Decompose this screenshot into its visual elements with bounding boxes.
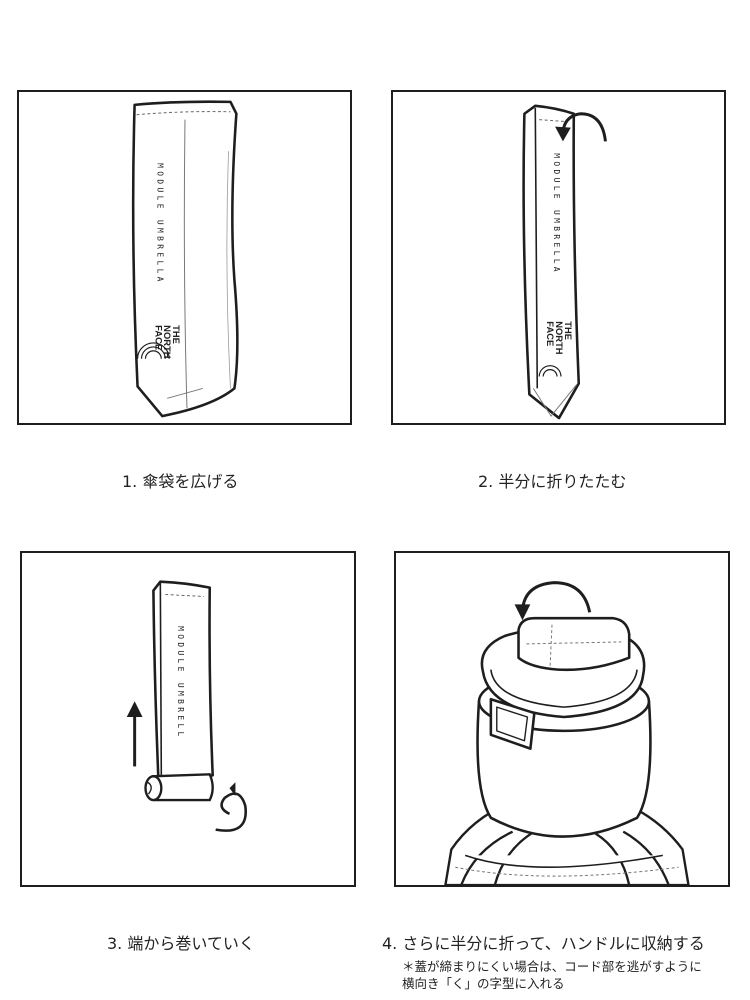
note-line-2: 横向き「く」の字型に入れる — [402, 976, 565, 991]
step4-caption: 4. さらに半分に折って、ハンドルに収納する — [382, 934, 705, 953]
umbrella-bag-rolling — [152, 580, 214, 780]
svg-text:NORTH: NORTH — [554, 321, 564, 355]
step2-panel: MODULE UMBRELLA THE NORTH FACE — [391, 90, 726, 425]
curved-arrow-icon — [514, 581, 592, 621]
rolled-end — [144, 773, 214, 802]
note-line-1: ＊蓋が締まりにくい場合は、コード部を逃がすように — [402, 959, 702, 974]
product-label: MODULE UMBRELLA — [155, 163, 164, 285]
up-arrow-icon — [126, 701, 143, 767]
tnf-logo: THE NORTH FACE — [153, 325, 181, 359]
step3-caption: 3. 端から巻いていく — [107, 934, 255, 953]
step4-panel — [394, 551, 730, 887]
svg-text:FACE: FACE — [153, 325, 163, 350]
svg-text:THE: THE — [171, 325, 181, 344]
step3-illustration: MODULE UMBRELL — [126, 580, 247, 832]
step2-illustration: MODULE UMBRELLA THE NORTH FACE — [522, 104, 607, 420]
product-label: MODULE UMBRELL — [176, 626, 185, 740]
curved-arrow-icon — [555, 112, 607, 142]
umbrella-bag-folded — [522, 104, 581, 420]
tnf-logo: THE NORTH FACE — [545, 321, 573, 355]
step1-panel: MODULE UMBRELLA THE NORTH FACE — [17, 90, 352, 425]
step1-caption: 1. 傘袋を広げる — [122, 472, 239, 491]
umbrella-handle — [476, 616, 652, 838]
step3-panel: MODULE UMBRELL — [20, 551, 356, 887]
product-label: MODULE UMBRELLA — [552, 153, 561, 275]
svg-text:THE: THE — [563, 321, 573, 340]
svg-text:FACE: FACE — [545, 321, 555, 346]
umbrella-bag-open — [131, 100, 239, 418]
step4-illustration — [444, 581, 690, 885]
step1-illustration: MODULE UMBRELLA THE NORTH FACE — [131, 100, 239, 418]
step2-caption: 2. 半分に折りたたむ — [478, 472, 627, 491]
spiral-arrow-icon — [215, 782, 247, 832]
tnf-logo-arcs — [136, 342, 170, 359]
svg-text:NORTH: NORTH — [162, 325, 172, 359]
